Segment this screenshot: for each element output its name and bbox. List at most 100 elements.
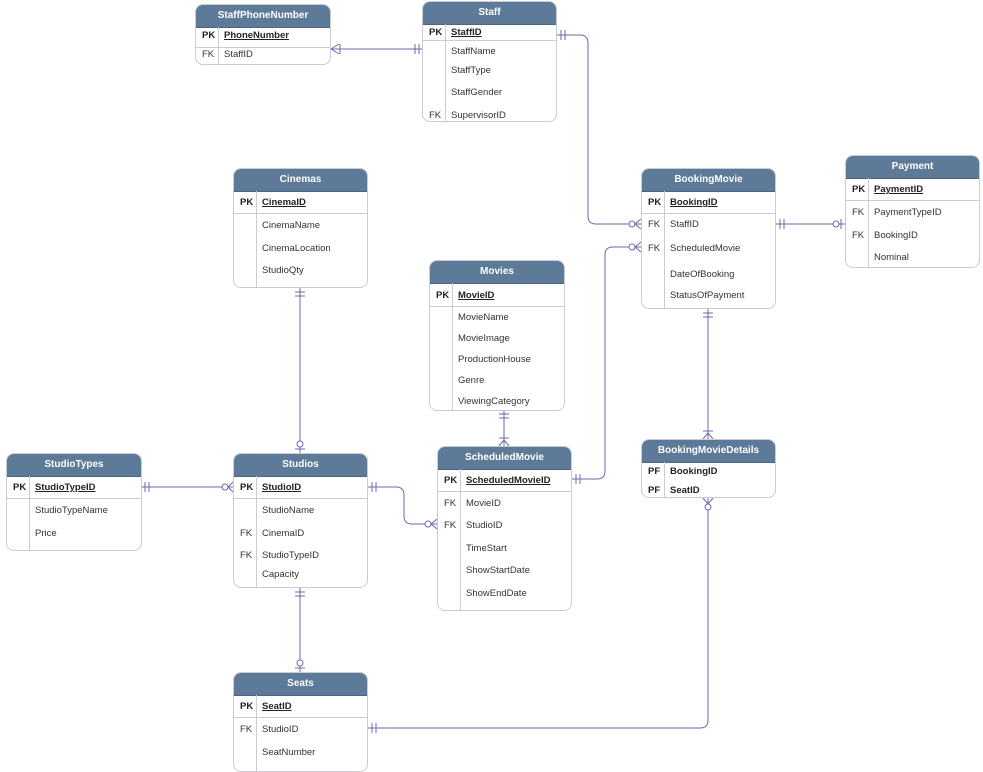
key-label: PK — [444, 475, 458, 486]
attribute-name: PaymentID — [874, 184, 924, 195]
key-label: FK — [429, 110, 442, 121]
key-label: PK — [648, 197, 662, 208]
entity-title: StaffPhoneNumber — [196, 5, 330, 28]
attribute-name: MovieID — [458, 290, 495, 301]
attribute-name: BookingID — [670, 466, 718, 477]
entity-bookingmovie[interactable]: BookingMovie PK BookingID FK StaffID FK … — [641, 168, 776, 309]
attribute-name: ProductionHouse — [458, 354, 531, 365]
key-label: FK — [648, 243, 661, 254]
attribute-name: CinemaLocation — [262, 243, 331, 254]
key-column-divider — [664, 191, 665, 308]
key-label: PK — [852, 184, 866, 195]
attribute-name: StaffID — [224, 49, 253, 60]
key-column-divider — [29, 476, 30, 550]
pk-divider — [234, 213, 367, 214]
entity-cinemas[interactable]: Cinemas PK CinemaID CinemaName CinemaLoc… — [233, 168, 368, 288]
attribute-name: StudioTypeID — [35, 482, 96, 493]
attribute-name: StaffGender — [451, 87, 503, 98]
pk-divider — [846, 200, 979, 201]
attribute-name: StatusOfPayment — [670, 290, 745, 301]
key-label: FK — [240, 724, 253, 735]
pk-divider — [234, 717, 367, 718]
key-label: PK — [202, 30, 216, 41]
attribute-name: ShowEndDate — [466, 588, 527, 599]
pk-divider — [430, 306, 564, 307]
entity-studiotypes[interactable]: StudioTypes PK StudioTypeID StudioTypeNa… — [6, 453, 142, 551]
key-label: PK — [240, 197, 254, 208]
rel-studiotypes-studios — [141, 481, 234, 493]
rel-bookingmovie-details — [702, 309, 714, 440]
attribute-name: StaffType — [451, 65, 491, 76]
attribute-name: ScheduledMovieID — [466, 475, 551, 486]
entity-seats[interactable]: Seats PK SeatID FK StudioID SeatNumber — [233, 672, 368, 772]
pk-divider — [642, 213, 775, 214]
entity-title: BookingMovieDetails — [642, 440, 775, 463]
attribute-name: StudioID — [262, 724, 299, 735]
key-column-divider — [256, 476, 257, 587]
key-column-divider — [868, 178, 869, 267]
key-label: FK — [648, 219, 661, 230]
key-label: FK — [444, 520, 457, 531]
entity-title: Payment — [846, 156, 979, 179]
attribute-name: StudioID — [262, 482, 302, 493]
attribute-name: SeatID — [262, 701, 292, 712]
key-label: PK — [240, 482, 254, 493]
attribute-name: TimeStart — [466, 543, 507, 554]
entity-staff[interactable]: Staff PK StaffID StaffName StaffType Sta… — [422, 1, 557, 122]
key-column-divider — [218, 27, 219, 64]
entity-title: Seats — [234, 673, 367, 696]
key-label: PK — [429, 27, 443, 38]
pk-divider — [234, 498, 367, 499]
pk-divider — [438, 491, 571, 492]
attribute-name: CinemaID — [262, 528, 305, 539]
pk-divider — [423, 40, 556, 41]
entity-title: ScheduledMovie — [438, 447, 571, 470]
key-label: PF — [648, 466, 661, 477]
attribute-name: PaymentTypeID — [874, 207, 942, 218]
attribute-name: ViewingCategory — [458, 396, 530, 407]
entity-movies[interactable]: Movies PK MovieID MovieName MovieImage P… — [429, 260, 565, 411]
pk-divider — [7, 498, 141, 499]
key-column-divider — [460, 469, 461, 610]
attribute-name: StudioQty — [262, 265, 304, 276]
attribute-name: ScheduledMovie — [670, 243, 741, 254]
rel-scheduledmovie-bookingmovie — [572, 241, 642, 484]
entity-studios[interactable]: Studios PK StudioID StudioName FK Cinema… — [233, 453, 368, 588]
attribute-name: MovieName — [458, 312, 509, 323]
attribute-name: SeatNumber — [262, 747, 316, 758]
key-label: FK — [444, 498, 457, 509]
attribute-name: SeatID — [670, 485, 700, 496]
rel-bookingmovie-payment — [776, 219, 845, 229]
attribute-name: StaffID — [670, 219, 699, 230]
entity-title: BookingMovie — [642, 169, 775, 192]
rel-cinemas-studios — [295, 288, 305, 453]
entity-bookingmoviedetails[interactable]: BookingMovieDetails PF BookingID PF Seat… — [641, 439, 776, 498]
entity-title: StudioTypes — [7, 454, 141, 477]
key-label: FK — [240, 550, 253, 561]
attribute-name: CinemaName — [262, 220, 321, 231]
attribute-name: MovieImage — [458, 333, 510, 344]
entity-title: Cinemas — [234, 169, 367, 192]
key-label: FK — [202, 49, 215, 60]
rel-studios-seats — [295, 588, 305, 672]
key-column-divider — [452, 283, 453, 410]
attribute-name: StaffID — [451, 27, 482, 38]
attribute-name: Capacity — [262, 569, 299, 580]
attribute-name: StudioName — [262, 505, 315, 516]
key-label: FK — [240, 528, 253, 539]
key-label: PF — [648, 485, 661, 496]
attribute-name: BookingID — [670, 197, 718, 208]
entity-scheduledmovie[interactable]: ScheduledMovie PK ScheduledMovieID FK Mo… — [437, 446, 572, 611]
attribute-name: StudioTypeName — [35, 505, 108, 516]
entity-title: Studios — [234, 454, 367, 477]
attribute-name: SupervisorID — [451, 110, 506, 121]
rel-staffphone-staff — [330, 43, 422, 55]
key-label: PK — [436, 290, 450, 301]
entity-staffphonenumber[interactable]: StaffPhoneNumber PK PhoneNumber FK Staff… — [195, 4, 331, 65]
attribute-name: StudioTypeID — [262, 550, 320, 561]
attribute-name: PhoneNumber — [224, 30, 289, 41]
rel-staff-bookingmovie — [557, 30, 642, 230]
attribute-name: ShowStartDate — [466, 565, 530, 576]
entity-payment[interactable]: Payment PK PaymentID FK PaymentTypeID FK… — [845, 155, 980, 268]
attribute-name: Nominal — [874, 252, 909, 263]
